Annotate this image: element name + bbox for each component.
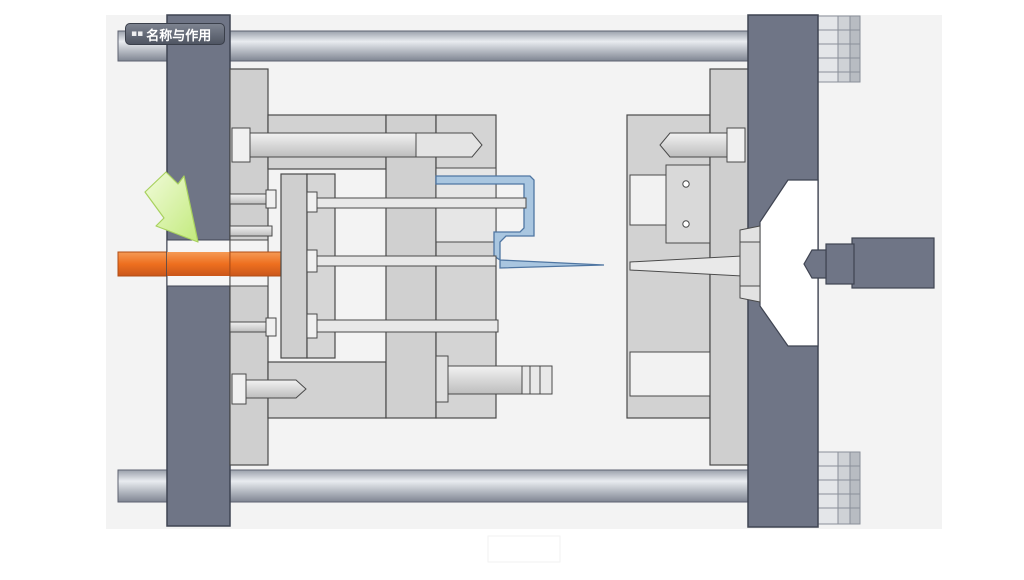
injection-nozzle (803, 237, 935, 289)
sprue-bushing (739, 225, 761, 303)
cap-screw-fixed (659, 127, 746, 163)
names-and-functions-button[interactable]: ▪▪ 名称与作用 (125, 23, 225, 45)
tie-bar-nut-top (817, 15, 861, 83)
names-and-functions-label: 名称与作用 (146, 28, 212, 44)
cap-screw-top (231, 127, 483, 163)
list-icon: ▪▪ (131, 29, 144, 39)
arrow-pointer-icon (144, 171, 199, 243)
locating-ring (759, 179, 819, 347)
clamp-screws (229, 189, 277, 337)
ejector-pins (306, 191, 527, 339)
guide-pin (435, 355, 553, 403)
caption-placeholder (487, 535, 561, 563)
cap-screw-bottom (231, 373, 307, 405)
tie-bar-nut-bottom (817, 451, 861, 525)
ejector-retainer-plate (280, 173, 308, 359)
